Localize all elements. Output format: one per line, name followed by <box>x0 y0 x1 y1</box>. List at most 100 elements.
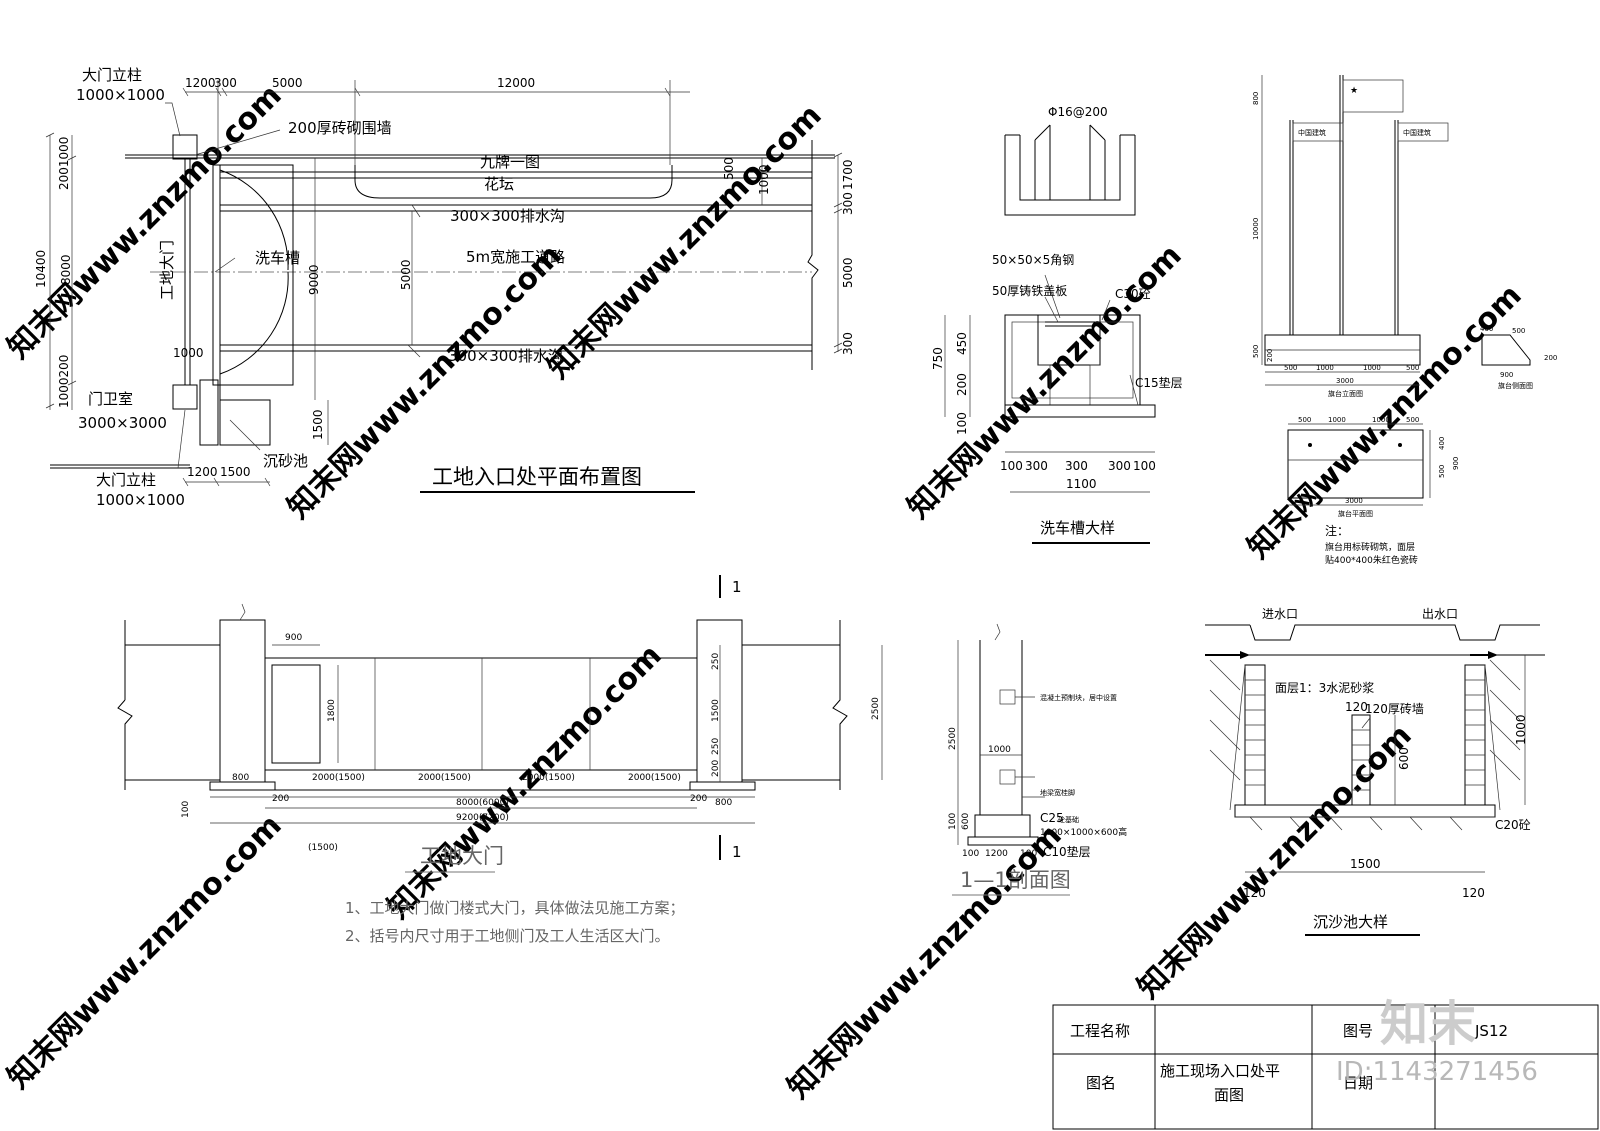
dim-120-right: 120 <box>1462 886 1485 900</box>
section-foundation: 1000×1000×600高 <box>1040 826 1127 838</box>
dim-200-a: 200 <box>711 760 721 777</box>
dim-1800: 1800 <box>327 699 337 722</box>
dim-8000: 8000 <box>59 254 73 285</box>
dim-plan-500: 500 <box>1438 465 1446 478</box>
dim-450: 450 <box>955 332 969 355</box>
dim-100-gate: 100 <box>181 801 191 818</box>
dim-paren-1500: (1500) <box>308 843 338 853</box>
dim-300: 300 <box>214 76 237 90</box>
dim-1000-sec: 1000 <box>988 745 1011 755</box>
section-c25-label: 砼基础 <box>1058 815 1079 824</box>
dim-1500-bottom: 1500 <box>220 465 251 479</box>
label-outlet: 出水口 <box>1422 607 1458 621</box>
plan-title: 旗台平面图 <box>1338 509 1373 518</box>
title-block: 工程名称 图号 JS12 图名 施工现场入口处平 面图 日期 <box>1052 1004 1599 1130</box>
dim-plan-1000a: 1000 <box>1328 416 1346 424</box>
site-plan-title: 工地入口处平面布置图 <box>432 465 642 489</box>
section-c25: C25 <box>1040 811 1064 825</box>
tb-project-label: 工程名称 <box>1070 1022 1130 1040</box>
label-c20: C20砼 <box>1495 818 1531 832</box>
settling-detail-title: 沉沙池大样 <box>1313 913 1388 931</box>
label-nine-boards: 九牌一图 <box>480 153 540 171</box>
dim-span-1: 2000(1500) <box>312 773 365 783</box>
flag-note-line1: 旗台用标砖砌筑，面层 <box>1325 541 1415 553</box>
dim-12000: 12000 <box>497 76 535 90</box>
dim-plan-400: 400 <box>1438 437 1446 450</box>
tb-drawing-name-label: 图名 <box>1086 1074 1116 1092</box>
settling-pool <box>219 399 271 446</box>
label-brick-wall: 200厚砖砌围墙 <box>288 119 392 137</box>
dim-800: 800 <box>1252 92 1260 105</box>
dim-total-8000: 8000(6000) <box>456 798 509 808</box>
dim-600-sec: 600 <box>961 813 971 830</box>
dim-200: 200 <box>955 373 969 396</box>
dim-800-right: 800 <box>715 798 732 808</box>
dim-300-a: 300 <box>1025 459 1048 473</box>
label-guard-room-size: 3000×3000 <box>78 414 167 432</box>
label-cover: 50厚铸铁盖板 <box>992 283 1067 298</box>
dim-800-left: 800 <box>232 773 249 783</box>
dim-elev-1000b: 1000 <box>1363 364 1381 372</box>
label-gate-post-bottom: 大门立柱 <box>96 471 156 489</box>
dim-120-top: 120 <box>1345 700 1368 714</box>
tb-drawing-no-label: 图号 <box>1343 1022 1373 1040</box>
label-gate-post-bottom-size: 1000×1000 <box>96 491 185 509</box>
dim-100: 100 <box>955 412 969 435</box>
dim-500-bed: 500 <box>722 157 736 180</box>
label-gate-post-top-size: 1000×1000 <box>76 86 165 104</box>
dim-5000-right: 5000 <box>841 257 855 288</box>
label-settling-pool: 沉砂池 <box>263 452 308 470</box>
tb-drawing-name-2: 面图 <box>1214 1086 1244 1104</box>
dim-1200-bottom: 1200 <box>187 465 218 479</box>
dim-1000-pool: 1000 <box>1514 714 1528 745</box>
dim-span-3: 2000(1500) <box>522 773 575 783</box>
section-mark-bottom: 1 <box>732 843 742 861</box>
dim-500-flag: 500 <box>1252 345 1260 358</box>
tb-drawing-no: JS12 <box>1474 1022 1508 1040</box>
dim-2500: 2500 <box>871 697 881 720</box>
label-120-wall: 120厚砖墙 <box>1365 701 1424 716</box>
section-1-1: 混凝土预制块，居中设置 地梁宽桂脚 C25 砼基础 1000×1000×600高… <box>948 623 1127 896</box>
dim-elev-3000: 3000 <box>1336 377 1354 385</box>
section-mark-top: 1 <box>732 578 742 596</box>
dim-plan-900: 900 <box>1452 457 1460 470</box>
section-c10: C10垫层 <box>1043 844 1091 859</box>
watermark-id: ID:1143271456 <box>1336 1057 1538 1087</box>
watermark-logo: 知末 <box>1380 996 1476 1052</box>
site-plan: 1200 300 5000 12000 2001000 10400 8000 1… <box>34 66 855 509</box>
dim-1500-pool: 1500 <box>311 409 325 440</box>
section-title: 1—1剖面图 <box>960 868 1071 892</box>
label-c30: C30砼 <box>1115 287 1151 301</box>
tb-drawing-name-1: 施工现场入口处平 <box>1160 1062 1280 1080</box>
car-wash-pit <box>212 164 294 386</box>
dim-2001000: 2001000 <box>57 137 71 190</box>
flag-platform-plan <box>1287 429 1424 499</box>
dim-plan-3000: 3000 <box>1345 497 1363 505</box>
label-flower-bed: 花坛 <box>484 175 514 193</box>
dim-200-flag: 200 <box>1266 349 1274 362</box>
dim-span-2: 2000(1500) <box>418 773 471 783</box>
gate-elevation: 1 1 900 1800 250 1500 250 200 2500 800 2… <box>117 575 883 945</box>
label-rebar: Φ16@200 <box>1048 105 1108 119</box>
dim-1000-gate: 1000 <box>173 346 204 360</box>
dim-1500-gate: 1500 <box>711 699 721 722</box>
label-surface: 面层1：3水泥砂浆 <box>1275 680 1374 695</box>
gate-small-door <box>271 664 321 764</box>
dim-elev-500b: 500 <box>1406 364 1419 372</box>
flower-bed <box>354 165 673 199</box>
dim-1200-sec: 1200 <box>985 849 1008 859</box>
dim-250-b: 250 <box>711 738 721 755</box>
dim-600-pool: 600 <box>1397 747 1411 770</box>
flag-platform-detail: ★ 中国建筑 中国建筑 800 10000 500 200 500 1000 1… <box>1252 75 1557 566</box>
car-wash-detail: Φ16@200 50×50×5角钢 50厚铸铁盖板 C30砼 C15垫层 750… <box>931 105 1183 544</box>
section-note-beam: 地梁宽桂脚 <box>1040 788 1075 797</box>
dim-5000-road: 5000 <box>399 259 413 290</box>
flag-platform-side <box>1481 334 1531 366</box>
dim-5000: 5000 <box>272 76 303 90</box>
dim-1700: 1700 <box>841 159 855 190</box>
label-inlet: 进水口 <box>1262 607 1298 621</box>
flag-sign-2: 中国建筑 <box>1403 128 1431 137</box>
dim-side-500: 500 <box>1512 327 1525 335</box>
label-drain-bottom: 300×300排水沟 <box>448 347 563 365</box>
